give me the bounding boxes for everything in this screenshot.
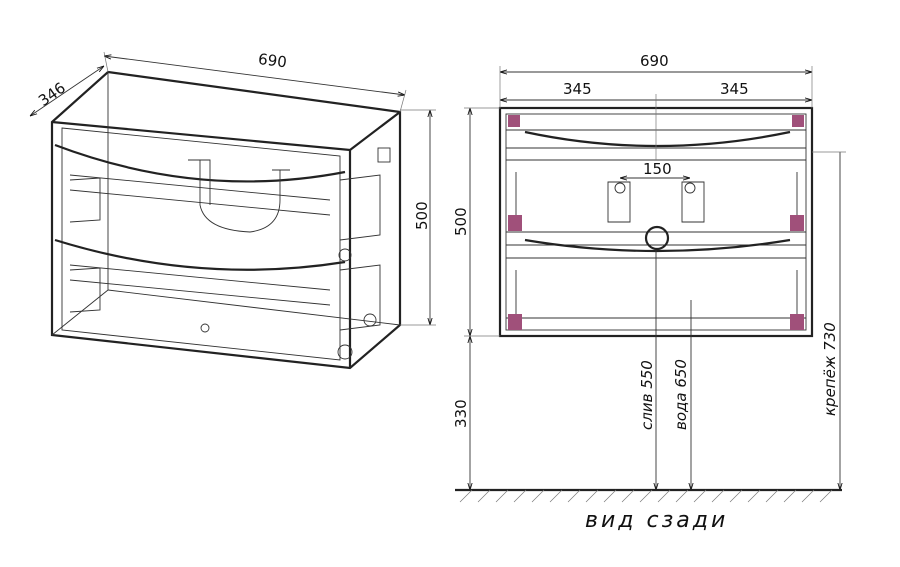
floor-gap-label: 330	[452, 399, 470, 428]
isometric-cabinet	[50, 70, 402, 370]
fastener-height-label: крепёж 730	[821, 322, 839, 416]
isometric-dimensions	[30, 51, 436, 326]
fitting-markers	[508, 115, 804, 330]
drain-height-label: слив 550	[638, 360, 656, 430]
mount-spacing-label: 150	[643, 160, 672, 178]
rear-half-left-label: 345	[563, 80, 592, 98]
iso-width-label: 690	[257, 50, 288, 71]
rear-height-label: 500	[452, 207, 470, 236]
floor-hatching	[459, 489, 833, 503]
iso-depth-label: 346	[35, 79, 69, 110]
rear-width-label: 690	[640, 52, 669, 70]
rear-half-right-label: 345	[720, 80, 749, 98]
view-caption: вид сзади	[585, 508, 728, 533]
water-height-label: вода 650	[672, 359, 690, 430]
iso-height-label: 500	[413, 201, 431, 230]
rear-view-dimensions	[455, 66, 846, 503]
